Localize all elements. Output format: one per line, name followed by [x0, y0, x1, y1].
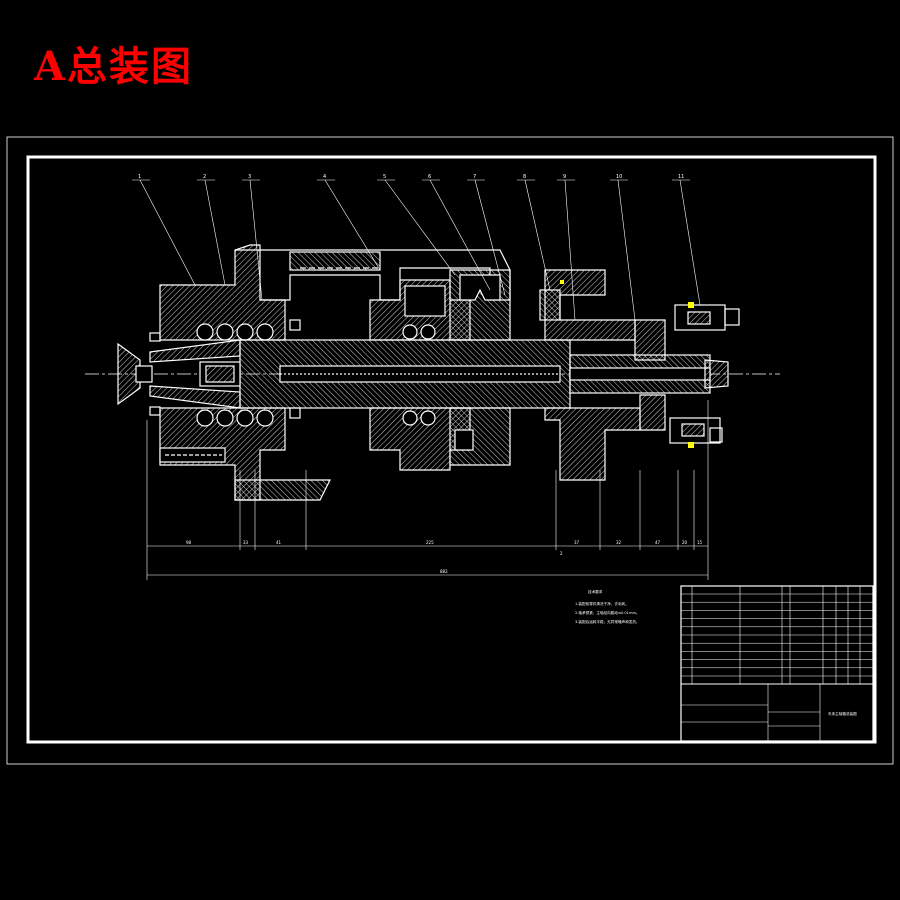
callout-leader: [474, 179, 506, 296]
dimension-label: 98: [186, 540, 192, 545]
dimension-label: 37: [574, 540, 580, 545]
left-nose: [135, 365, 153, 383]
callout-label: 4: [323, 174, 326, 180]
callout-leader: [564, 179, 576, 321]
bearing-ball: [420, 324, 436, 340]
bearing-ball: [196, 323, 214, 341]
drawing-title: A总装图: [34, 43, 194, 90]
dimension-label: 20: [682, 540, 688, 545]
rear-flange: [539, 289, 561, 321]
housing-top-web: [289, 251, 381, 271]
callout-leader: [524, 179, 551, 291]
callout-leader: [679, 179, 701, 306]
callout-label: 9: [563, 174, 566, 180]
bearing-ball: [196, 409, 214, 427]
bearing-ball: [236, 323, 254, 341]
bearing-ball: [236, 409, 254, 427]
taper-upper: [149, 339, 241, 363]
tech-notes-heading: 技术要求: [588, 589, 603, 594]
callout-label: 5: [383, 174, 386, 180]
bearing-ball: [402, 410, 418, 426]
dimension-label: 33: [243, 540, 249, 545]
callout-leader: [429, 179, 491, 291]
callout-leader: [617, 179, 636, 321]
section-mark: 2: [560, 551, 563, 556]
dimension-lines: [146, 400, 709, 580]
dimension-label: 32: [616, 540, 622, 545]
callout-label: 10: [616, 174, 622, 180]
overall-dimension: 882: [440, 569, 448, 574]
callout-leader: [324, 179, 381, 271]
callout-label: 7: [473, 174, 476, 180]
outer-frame: [6, 136, 894, 765]
callout-leader: [139, 179, 196, 286]
tech-note-line: 1.装配前零件清洗干净，去毛刺。: [575, 601, 629, 606]
inner-frame: [26, 155, 877, 744]
bearing-ball: [216, 409, 234, 427]
dimension-label: 15: [697, 540, 703, 545]
rear-cap: [704, 359, 729, 389]
rear-housing-lower: [544, 407, 641, 481]
rear-coupling: [634, 319, 666, 361]
dimension-labels: 98 33 41 225 37 32 47 20 15: [186, 540, 703, 545]
callout-label: 8: [523, 174, 526, 180]
callout-label: 6: [428, 174, 431, 180]
bearing-ball: [402, 324, 418, 340]
title-block-name: 车床主轴箱总装图: [828, 711, 857, 716]
bearing-ball: [256, 409, 274, 427]
dimension-label: 47: [655, 540, 661, 545]
dimension-label: 225: [426, 540, 434, 545]
callout-label: 1: [138, 174, 141, 180]
valve-lower: [669, 417, 721, 444]
lower-foot: [234, 479, 331, 501]
bearing-ball: [420, 410, 436, 426]
callout-label: 11: [678, 174, 684, 180]
accent-marks: [560, 280, 694, 448]
callout-label: 3: [248, 174, 251, 180]
callout-leader: [384, 179, 456, 276]
bearing-ball: [216, 323, 234, 341]
callout-group: 1 2 3 4 5 6 7 8 9 10 11: [132, 174, 701, 321]
left-chuck: [117, 342, 141, 406]
bearing-ball: [256, 323, 274, 341]
dimension-label: 41: [276, 540, 282, 545]
taper-lower: [149, 385, 241, 409]
tech-note-line: 2.轴承预紧，主轴径向跳动≤0.01mm。: [575, 610, 640, 615]
callout-leader: [204, 179, 226, 286]
tech-note-line: 3.装配后运转平稳，无异常噪声和发热。: [575, 619, 640, 624]
spindle-assembly: [117, 244, 740, 501]
callout-leader: [249, 179, 263, 301]
callout-label: 2: [203, 174, 206, 180]
title-block: [680, 585, 874, 742]
